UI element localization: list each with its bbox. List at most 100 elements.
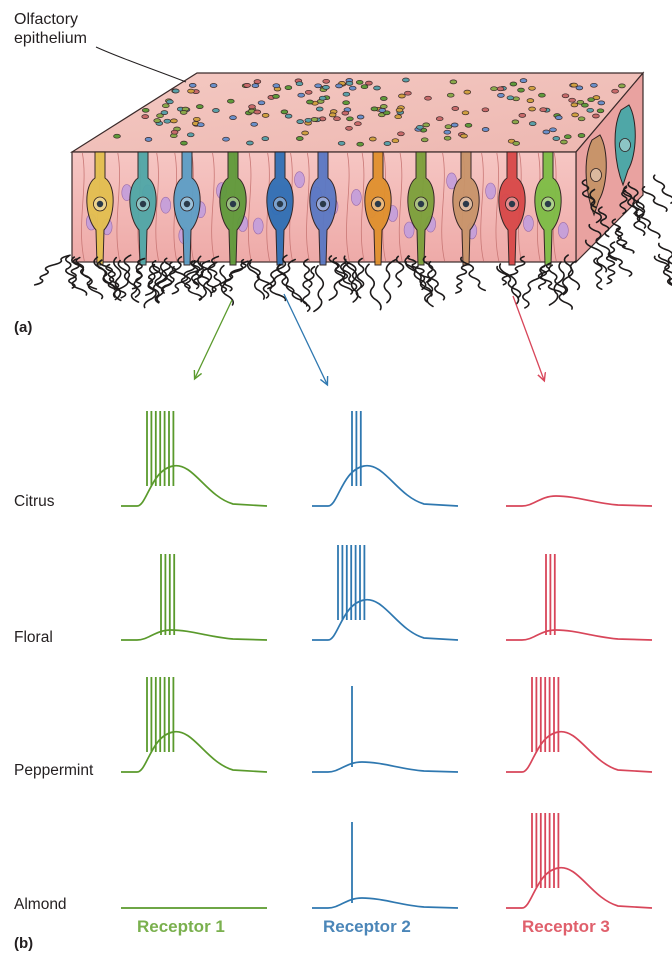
cilium-pore — [519, 113, 526, 117]
trace-1-2 — [121, 554, 267, 640]
cilium-pore — [539, 93, 546, 97]
receptor-potential-trace — [312, 600, 458, 640]
cilium-pore — [252, 84, 259, 88]
cilium-pore — [543, 130, 550, 134]
cilium-pore — [447, 93, 454, 97]
receptor-cell-nucleolus — [277, 201, 283, 207]
cilium-pore — [462, 111, 469, 115]
receptor-potential-trace — [121, 732, 267, 772]
receptor-potential-trace — [121, 630, 267, 640]
cilium-pore — [285, 114, 292, 118]
cilium-pore — [249, 105, 256, 109]
trace-3-3 — [506, 677, 652, 772]
supporting-cell-nucleus — [523, 215, 533, 231]
axon-fiber — [659, 255, 672, 284]
cilium-pore — [482, 128, 489, 132]
receptor-potential-trace — [312, 898, 458, 908]
cilium-pore — [171, 119, 178, 123]
cilium-pore — [227, 99, 234, 103]
trace-3-2 — [506, 554, 652, 640]
axon-fiber — [35, 255, 70, 285]
axon-fiber — [607, 256, 615, 283]
receptor-2-label: Receptor 2 — [323, 917, 411, 937]
cilium-pore — [154, 119, 161, 123]
cilium-pore — [507, 96, 514, 100]
stimulus-citrus-label: Citrus — [14, 493, 54, 511]
cilium-pore — [167, 100, 174, 104]
cilium-pore — [384, 142, 391, 146]
receptor-cell-nucleolus — [140, 201, 146, 207]
cilium-pore — [417, 125, 424, 129]
supporting-cell-nucleus — [161, 197, 171, 213]
cilium-pore — [273, 94, 280, 98]
cilium-pore — [347, 117, 354, 121]
cilium-pore — [196, 105, 203, 109]
cilium-pore — [145, 137, 152, 141]
axon-fiber — [314, 266, 323, 312]
cilium-pore — [262, 137, 269, 141]
receptor-potential-trace — [312, 762, 458, 772]
cilium-pore — [513, 141, 520, 145]
cilium-pore — [357, 142, 364, 146]
cilium-pore — [497, 87, 504, 91]
cilium-pore — [366, 81, 373, 85]
cilium-pore — [298, 93, 305, 97]
trace-2-4 — [312, 822, 458, 908]
receptor-cell-nucleolus — [230, 201, 236, 207]
cilium-pore — [510, 82, 517, 86]
cilium-pore — [451, 123, 458, 127]
receptor-cell-nucleolus — [184, 201, 190, 207]
cilium-pore — [619, 84, 626, 88]
cilium-pore — [597, 109, 604, 113]
cilium-pore — [254, 80, 261, 84]
cilium-pore — [180, 110, 187, 114]
cilium-pore — [285, 86, 292, 90]
receptor-cell-nucleolus — [320, 201, 326, 207]
cilium-pore — [323, 79, 330, 83]
cilium-pore — [273, 84, 280, 88]
stimulus-floral-label: Floral — [14, 629, 53, 647]
cilium-pore — [529, 122, 536, 126]
cilium-pore — [576, 86, 583, 90]
side-receptor-cell-nucleus — [620, 139, 631, 152]
receptor-potential-trace — [121, 466, 267, 506]
cilium-pore — [356, 80, 363, 84]
axon-fiber — [304, 259, 312, 287]
cilium-pore — [181, 141, 188, 145]
cilium-pore — [338, 141, 345, 145]
receptor-cell-nucleolus — [418, 201, 424, 207]
cilium-pore — [399, 94, 406, 98]
cilium-pore — [588, 98, 595, 102]
cilium-pore — [315, 84, 322, 88]
cilium-pore — [582, 103, 589, 107]
trace-2-3 — [312, 686, 458, 772]
trace-2-1 — [312, 411, 458, 506]
cilium-pore — [244, 83, 251, 87]
cilium-pore — [343, 101, 350, 105]
cilium-pore — [482, 108, 489, 112]
cilium-pore — [114, 134, 121, 138]
cilium-pore — [187, 133, 194, 137]
arrow-receptor-3 — [513, 296, 544, 380]
cilium-pore — [302, 131, 309, 135]
cilium-pore — [349, 86, 356, 90]
cilium-pore — [162, 104, 169, 108]
cilium-pore — [307, 100, 314, 104]
cilium-pore — [254, 110, 261, 114]
supporting-cell-nucleus — [351, 189, 361, 205]
cilium-pore — [230, 116, 237, 120]
cilium-pore — [529, 107, 536, 111]
supporting-cell-nucleus — [295, 172, 305, 188]
cilium-pore — [436, 117, 443, 121]
cilium-pore — [296, 137, 303, 141]
supporting-cell-nucleus — [558, 222, 568, 238]
trace-3-1 — [506, 496, 652, 506]
cilium-pore — [247, 141, 254, 145]
receptor-cell-nucleolus — [97, 201, 103, 207]
cilium-pore — [157, 114, 164, 118]
cilium-pore — [251, 122, 258, 126]
trace-1-1 — [121, 411, 267, 506]
axon-fiber — [586, 240, 607, 271]
trace-3-4 — [506, 813, 652, 908]
